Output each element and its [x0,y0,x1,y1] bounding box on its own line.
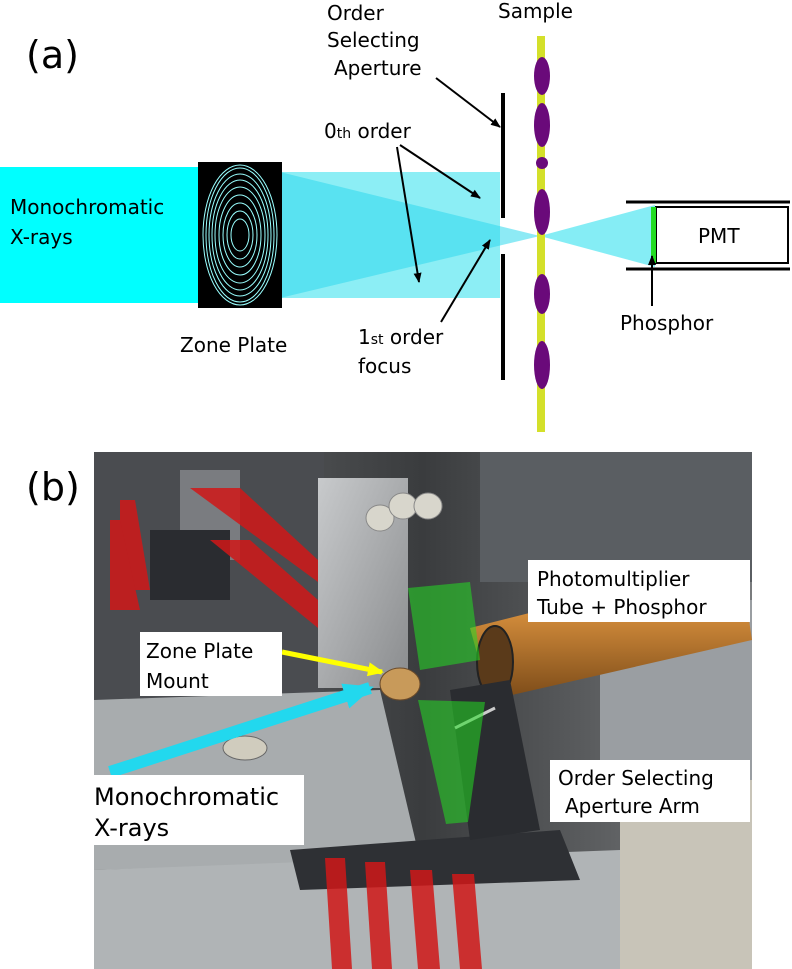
xray-photo-label-line1: Monochromatic [94,783,279,811]
zeroth-order-label: 0th order [324,119,412,143]
beam-label-line2: X-rays [10,225,73,249]
arm-label-box [550,760,750,822]
phosphor-screen [651,207,656,263]
green-overlay-upper [408,582,480,670]
xray-direction-arrow [108,682,374,778]
aperture-label-line1: Order [327,1,385,25]
panel-b: (b) [26,452,752,969]
arm-label-line2: Aperture Arm [565,794,700,818]
pmt-photo-label-line2: Tube + Phosphor [536,595,707,619]
sample-label: Sample [498,0,573,23]
zone-plate-rings [202,164,278,306]
zeroth-order-arrow-upper [399,144,481,199]
first-order-label-line1: 1st order [358,325,444,349]
xray-label-box [90,775,304,845]
red-stripes-lower [325,858,482,969]
zone-plate-center-stop [233,221,247,249]
zone-plate-mount-cylinder [379,667,421,701]
pmt-photo-label-line1: Photomultiplier [537,567,690,591]
phosphor-label: Phosphor [620,311,714,335]
zp-mount-label-line1: Zone Plate [146,639,253,663]
aperture-label-line2: Selecting [327,28,420,52]
aperture-label-line3: Aperture [334,56,422,80]
screw-heads [365,492,443,532]
first-order-diverging-beam [540,205,655,267]
base-screw [222,735,268,761]
zp-mount-label-line2: Mount [146,669,209,693]
panel-a: (a) Monochromatic X-rays Zone Plate Orde… [0,0,790,432]
first-order-converging-beam [280,172,540,298]
pmt-label: PMT [698,224,740,248]
sample-particles [534,57,550,389]
first-order-label-line2: focus [358,354,411,378]
bottom-dark-rail [290,830,580,890]
panel-a-label: (a) [26,33,79,77]
arm-label-line1: Order Selecting [558,766,714,790]
incoming-xray-beam [0,167,200,303]
zone-plate-label: Zone Plate [180,333,287,357]
zp-mount-label-box [140,632,282,696]
zeroth-order-arrow-lower [396,146,422,283]
pmt-label-box [528,560,750,622]
aperture-pointer-arrow [435,77,501,128]
first-order-focus-arrow [440,239,491,323]
red-stripes-upper [110,488,318,628]
green-overlay-lower [418,700,485,824]
panel-b-label: (b) [26,465,80,509]
zone-plate-mount-arrow [281,649,384,677]
beam-label-line1: Monochromatic [10,195,164,219]
xray-photo-label-line2: X-rays [94,814,169,842]
